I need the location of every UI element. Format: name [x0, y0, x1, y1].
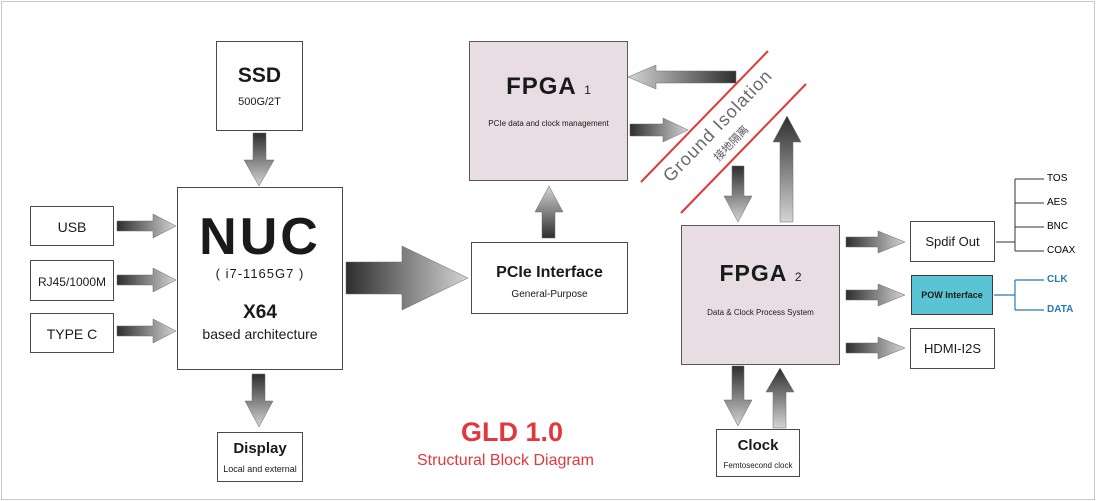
- nuc-block: NUC ( i7-1165G7 ) X64 based architecture: [177, 187, 343, 370]
- arrow-usb-to-nuc: [116, 213, 177, 239]
- rj45-port: RJ45/1000M: [30, 260, 114, 301]
- arrow-nuc-to-pcie: [345, 245, 469, 311]
- nuc-title: NUC: [199, 208, 321, 266]
- spdif-output-aes: AES: [1047, 197, 1068, 208]
- arrow-to-fpga1: [627, 64, 737, 90]
- nuc-arch-title: X64: [243, 302, 277, 323]
- pcie-title: PCIe Interface: [496, 264, 603, 281]
- fpga1-title-row: FPGA 1: [470, 73, 627, 101]
- hdmi-i2s-block: HDMI-I2S: [910, 328, 995, 369]
- usb-port: USB: [30, 206, 114, 246]
- spdif-output-tos: TOS: [1047, 173, 1068, 184]
- nuc-arch-subtitle: based architecture: [202, 326, 318, 342]
- typec-port: TYPE C: [30, 313, 114, 353]
- arrow-clock-to-fpga2: [765, 367, 795, 429]
- fpga2-block: FPGA 2 Data & Clock Process System: [681, 225, 840, 365]
- clock-subtitle: Femtosecond clock: [723, 461, 793, 470]
- arrow-fpga2-to-clock: [723, 365, 753, 427]
- display-title: Display: [233, 440, 287, 457]
- spdif-title: Spdif Out: [925, 234, 980, 249]
- spdif-output-bnc: BNC: [1047, 221, 1069, 232]
- diagram-subtitle: Structural Block Diagram: [417, 452, 594, 469]
- arrow-pcie-to-fpga1: [534, 185, 564, 239]
- pow-title: POW Interface: [921, 290, 983, 300]
- display-block: Display Local and external: [217, 432, 303, 482]
- isolation-line-upper: [640, 50, 769, 183]
- fpga2-title: FPGA: [719, 260, 788, 286]
- fpga2-index: 2: [794, 270, 802, 284]
- fpga1-block: FPGA 1 PCIe data and clock management: [469, 41, 628, 181]
- clock-block: Clock Femtosecond clock: [716, 429, 800, 477]
- spdif-out-block: Spdif Out: [910, 221, 995, 262]
- arrow-fpga2-to-fpga1: [772, 115, 802, 223]
- display-subtitle: Local and external: [223, 464, 297, 474]
- fpga1-subtitle: PCIe data and clock management: [488, 119, 609, 128]
- pow-signal-clk: CLK: [1047, 274, 1068, 285]
- fpga2-title-row: FPGA 2: [682, 260, 839, 287]
- pcie-interface-block: PCIe Interface General-Purpose: [471, 242, 628, 314]
- nuc-cpu: ( i7-1165G7 ): [215, 266, 305, 281]
- usb-label: USB: [57, 219, 87, 235]
- pow-interface-block: POW Interface: [911, 275, 993, 315]
- arrow-fpga1-to-fpga2: [723, 165, 753, 223]
- hdmi-title: HDMI-I2S: [923, 341, 982, 356]
- arrow-from-fpga1: [629, 117, 689, 143]
- arrow-fpga2-to-hdmi: [845, 336, 906, 360]
- isolation-line-lower: [680, 83, 807, 214]
- fpga1-title: FPGA: [506, 73, 577, 100]
- arrow-ssd-to-nuc: [243, 132, 275, 187]
- ssd-block: SSD 500G/2T: [216, 41, 303, 131]
- arrow-fpga2-to-spdif: [845, 230, 906, 254]
- arrow-rj45-to-nuc: [116, 267, 177, 293]
- rj45-label: RJ45/1000M: [37, 275, 107, 289]
- ssd-subtitle: 500G/2T: [238, 96, 281, 108]
- diagram-title: GLD 1.0: [461, 417, 564, 447]
- fpga1-index: 1: [584, 83, 591, 97]
- pow-signal-tree: [994, 279, 1044, 311]
- typec-label: TYPE C: [46, 326, 98, 342]
- spdif-output-coax: COAX: [1047, 245, 1076, 256]
- clock-title: Clock: [737, 437, 779, 454]
- arrow-fpga2-to-pow: [845, 283, 906, 307]
- pcie-subtitle: General-Purpose: [511, 289, 588, 300]
- fpga2-subtitle: Data & Clock Process System: [707, 308, 814, 317]
- arrow-nuc-to-display: [244, 373, 274, 428]
- ssd-title: SSD: [237, 64, 282, 87]
- arrow-typec-to-nuc: [116, 318, 177, 344]
- spdif-output-tree: [996, 178, 1044, 252]
- pow-signal-data: DATA: [1047, 304, 1074, 315]
